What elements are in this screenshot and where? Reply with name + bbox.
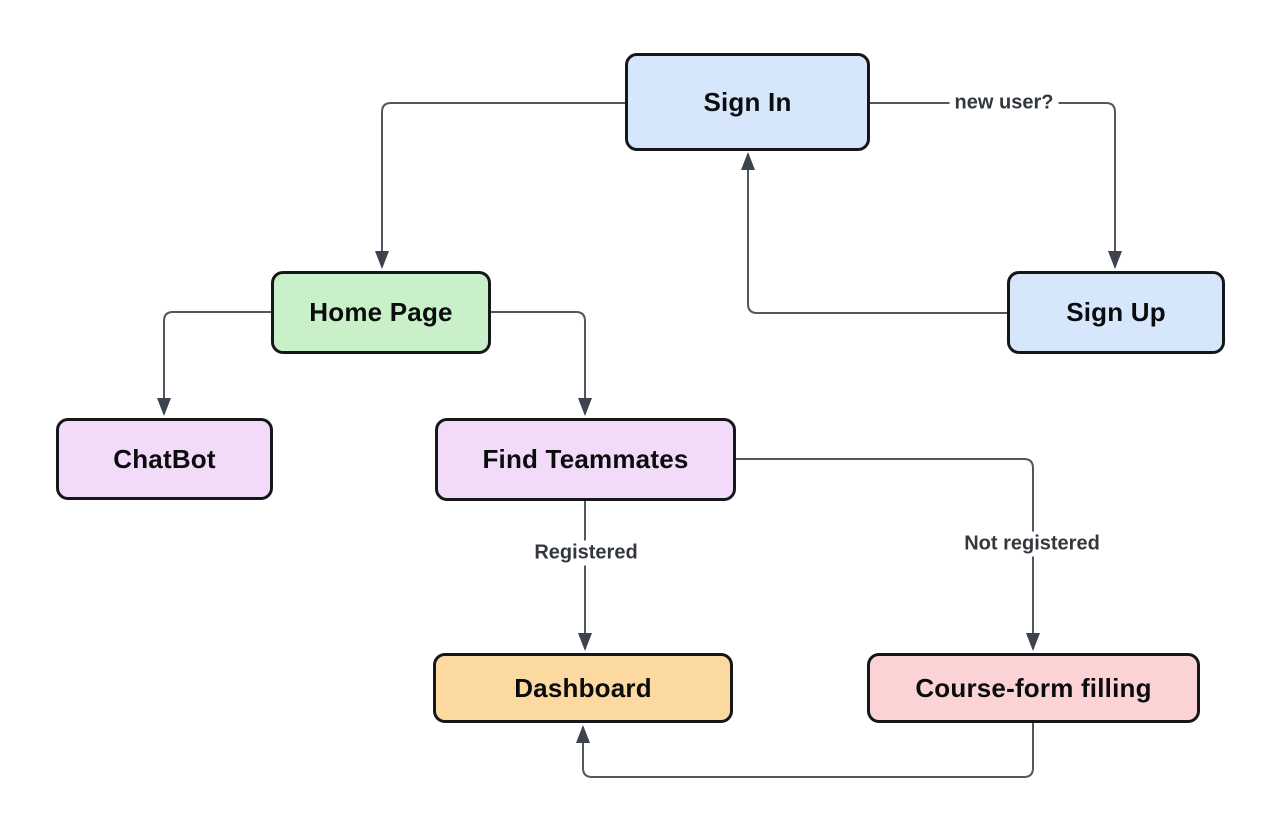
edge-sign-in-to-sign-up xyxy=(870,102,1122,269)
node-course-form-filling: Course-form filling xyxy=(867,653,1200,723)
node-dashboard: Dashboard xyxy=(433,653,733,723)
edge-course-form-to-dashboard xyxy=(576,723,1034,778)
node-chatbot: ChatBot xyxy=(56,418,273,500)
node-find-teammates: Find Teammates xyxy=(435,418,736,501)
edge-label-sign-in-to-sign-up: new user? xyxy=(949,90,1059,116)
edge-sign-up-to-sign-in xyxy=(741,152,1007,314)
node-home-page: Home Page xyxy=(271,271,491,354)
edge-find-teammates-to-course-form xyxy=(736,458,1040,651)
edge-home-page-to-chatbot xyxy=(157,311,271,416)
node-sign-in: Sign In xyxy=(625,53,870,151)
node-sign-up: Sign Up xyxy=(1007,271,1225,354)
edge-sign-in-to-home-page xyxy=(375,102,625,269)
edge-home-page-to-find-teammates xyxy=(491,311,592,416)
edge-label-find-teammates-to-course-form: Not registered xyxy=(959,531,1105,557)
edge-label-find-teammates-to-dashboard: Registered xyxy=(529,540,643,566)
